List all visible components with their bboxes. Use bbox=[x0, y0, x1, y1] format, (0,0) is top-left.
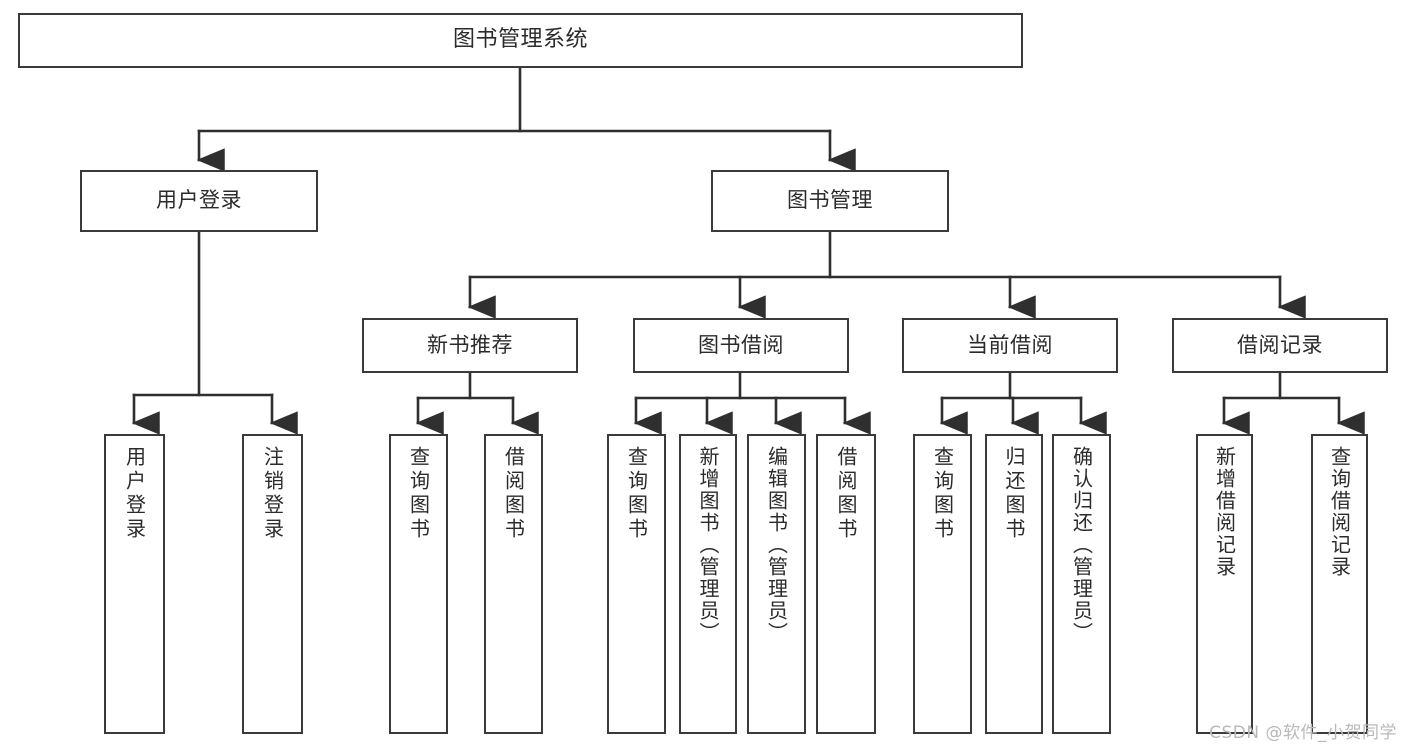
node-label: 注销登录 bbox=[260, 446, 285, 542]
node-label: 图书管理系统 bbox=[452, 27, 588, 53]
leaf-logout-login[interactable]: 注销登录 bbox=[242, 434, 303, 734]
node-label: 借阅图书 bbox=[834, 446, 858, 542]
node-label: 查询借阅记录 bbox=[1327, 446, 1352, 578]
leaf-confirm-return-admin[interactable]: 确认归还（管理员） bbox=[1052, 434, 1111, 734]
node-book-borrow[interactable]: 图书借阅 bbox=[633, 318, 849, 373]
node-label: 新书推荐 bbox=[427, 332, 513, 357]
node-current-borrow[interactable]: 当前借阅 bbox=[902, 318, 1118, 373]
leaf-add-book-admin[interactable]: 新增图书（管理员） bbox=[679, 434, 737, 734]
node-book-management[interactable]: 图书管理 bbox=[711, 170, 949, 232]
node-label: 借阅记录 bbox=[1237, 332, 1323, 357]
node-label: 用户登录 bbox=[122, 446, 147, 542]
leaf-borrow-books-recommend[interactable]: 借阅图书 bbox=[484, 434, 543, 734]
node-label: 编辑图书（管理员） bbox=[764, 446, 789, 644]
node-new-book-recommend[interactable]: 新书推荐 bbox=[362, 318, 578, 373]
node-root-book-management-system[interactable]: 图书管理系统 bbox=[18, 13, 1023, 68]
node-label: 归还图书 bbox=[1002, 446, 1026, 542]
node-label: 查询图书 bbox=[624, 446, 649, 542]
node-label: 用户登录 bbox=[156, 188, 242, 213]
leaf-borrow-books[interactable]: 借阅图书 bbox=[816, 434, 876, 734]
node-borrow-record[interactable]: 借阅记录 bbox=[1172, 318, 1388, 373]
node-label: 确认归还（管理员） bbox=[1069, 446, 1094, 644]
node-label: 查询图书 bbox=[406, 446, 431, 542]
node-label: 查询图书 bbox=[930, 446, 955, 542]
leaf-query-books-borrow[interactable]: 查询图书 bbox=[607, 434, 666, 734]
node-label: 新增图书（管理员） bbox=[696, 446, 720, 644]
node-label: 当前借阅 bbox=[967, 332, 1053, 357]
node-label: 新增借阅记录 bbox=[1212, 446, 1237, 578]
leaf-query-books-recommend[interactable]: 查询图书 bbox=[389, 434, 448, 734]
node-label: 图书借阅 bbox=[698, 332, 784, 357]
csdn-watermark: CSDN @软件_小贺同学 bbox=[1209, 723, 1397, 743]
leaf-query-borrow-record[interactable]: 查询借阅记录 bbox=[1311, 434, 1368, 734]
node-user-login[interactable]: 用户登录 bbox=[80, 170, 318, 232]
leaf-user-login[interactable]: 用户登录 bbox=[104, 434, 165, 734]
node-label: 图书管理 bbox=[787, 188, 873, 213]
node-label: 借阅图书 bbox=[501, 446, 526, 542]
leaf-return-books[interactable]: 归还图书 bbox=[985, 434, 1043, 734]
leaf-edit-book-admin[interactable]: 编辑图书（管理员） bbox=[747, 434, 806, 734]
leaf-query-books-current[interactable]: 查询图书 bbox=[913, 434, 972, 734]
leaf-add-borrow-record[interactable]: 新增借阅记录 bbox=[1196, 434, 1253, 734]
